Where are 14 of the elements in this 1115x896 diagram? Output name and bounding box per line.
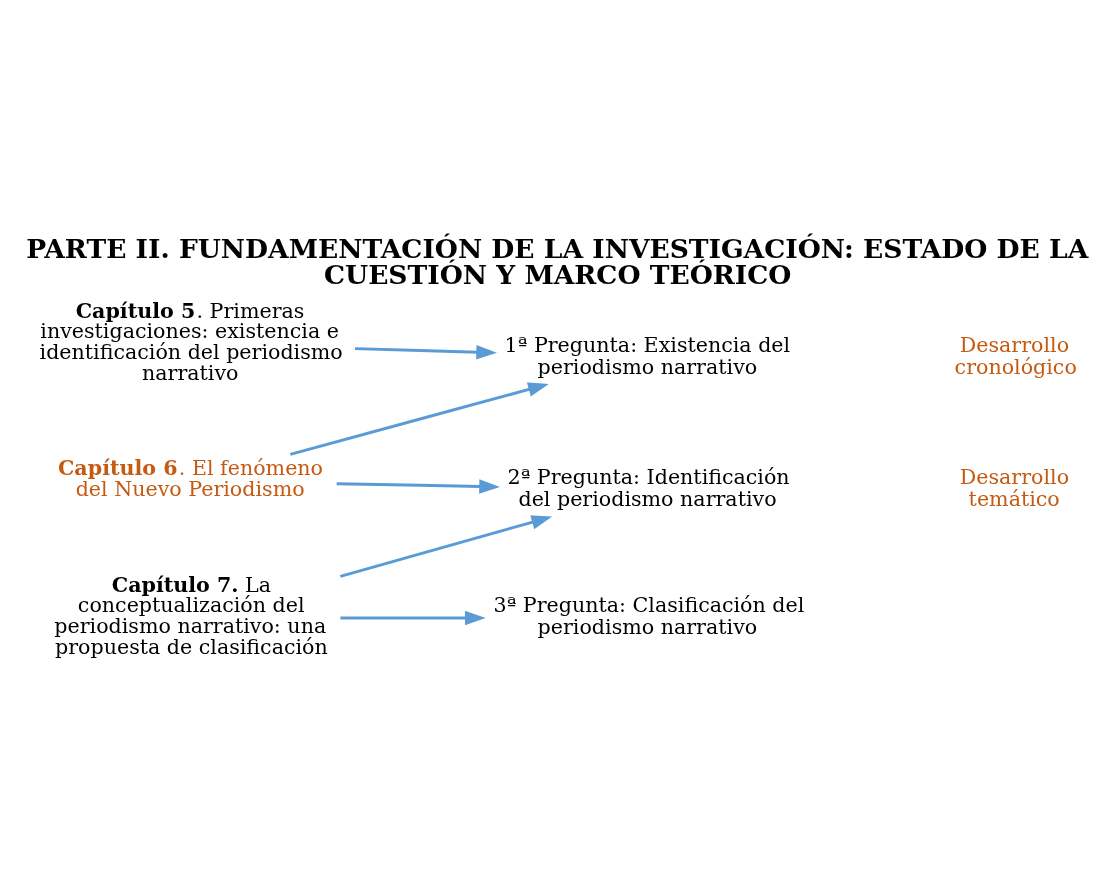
- node-text: 2ª Pregunta: Identificación del periodismo narrativo: [507, 464, 790, 511]
- arrow: [336, 478, 500, 494]
- node-text: Capítulo 5. Primeras investigaciones: existencia e identificación del periodismo narrativo: [39, 298, 343, 385]
- label: Desarrollo cronológico: [954, 332, 1077, 379]
- arrow: [340, 514, 553, 578]
- arrow: [340, 610, 486, 625]
- diagram-title: PARTE II. FUNDAMENTACIÓN DE LA INVESTIGACIÓN: ESTADO DE LA CUESTIÓN Y MARCO TEÓRICO: [26, 232, 1089, 290]
- node-text: Capítulo 6. El fenómeno del Nuevo Periodismo: [57, 455, 324, 501]
- arrow: [354, 344, 497, 359]
- node-text: Capítulo 7. La conceptualización del periodismo narrativo: una propuesta de clasificación: [54, 572, 328, 659]
- node-text: 1ª Pregunta: Existencia del periodismo narrativo: [504, 332, 791, 379]
- arrow: [289, 381, 549, 456]
- label: Desarrollo temático: [959, 464, 1070, 511]
- node-text: 3ª Pregunta: Clasificación del periodismo narrativo: [493, 592, 805, 639]
